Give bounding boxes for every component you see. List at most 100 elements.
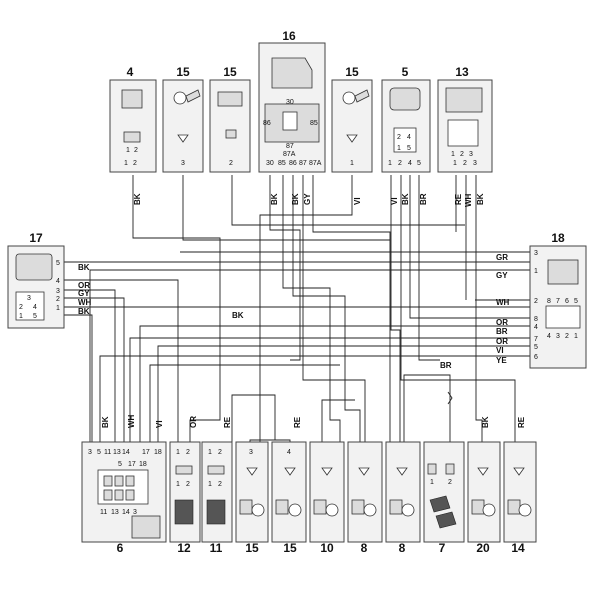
svg-text:8: 8 xyxy=(547,298,551,305)
svg-text:2: 2 xyxy=(565,333,569,340)
terminal-14: 14 RE xyxy=(503,416,537,555)
svg-text:1: 1 xyxy=(388,160,392,167)
svg-text:2: 2 xyxy=(19,304,23,311)
svg-text:15: 15 xyxy=(283,541,297,555)
svg-text:1: 1 xyxy=(124,160,128,167)
svg-text:4: 4 xyxy=(33,304,37,311)
svg-text:87: 87 xyxy=(299,160,307,167)
svg-text:1: 1 xyxy=(397,145,401,152)
ring-terminal-icon xyxy=(401,503,415,517)
ring-terminal-icon xyxy=(288,503,302,517)
svg-text:5: 5 xyxy=(97,449,101,456)
svg-text:OR: OR xyxy=(189,416,198,428)
svg-text:3: 3 xyxy=(469,151,473,158)
svg-text:6: 6 xyxy=(117,541,124,555)
svg-text:86: 86 xyxy=(263,120,271,127)
connector-11-icon xyxy=(206,499,226,525)
svg-text:85: 85 xyxy=(310,120,318,127)
svg-text:WH: WH xyxy=(127,414,136,428)
svg-text:6: 6 xyxy=(534,354,538,361)
svg-text:2: 2 xyxy=(218,449,222,456)
ring-terminal-icon xyxy=(363,503,377,517)
svg-text:4: 4 xyxy=(127,65,134,79)
svg-text:5: 5 xyxy=(33,313,37,320)
svg-text:4: 4 xyxy=(408,160,412,167)
svg-text:2: 2 xyxy=(398,160,402,167)
svg-text:GR: GR xyxy=(496,253,508,262)
connector-7: 7 1 2 BR xyxy=(423,361,465,555)
svg-text:2: 2 xyxy=(134,147,138,154)
svg-text:BK: BK xyxy=(401,193,410,205)
terminal-15-e: 15 4 RE xyxy=(271,416,307,555)
ring-terminal-icon xyxy=(482,503,496,517)
terminal-20: 20 BK xyxy=(467,416,501,555)
svg-text:BR: BR xyxy=(440,361,452,370)
svg-text:11: 11 xyxy=(104,449,111,456)
svg-text:GY: GY xyxy=(496,271,508,280)
svg-text:1: 1 xyxy=(176,481,180,488)
plug-icon xyxy=(217,91,243,107)
svg-text:1: 1 xyxy=(534,268,538,275)
svg-text:1: 1 xyxy=(126,147,130,154)
svg-text:1: 1 xyxy=(574,333,578,340)
svg-text:17: 17 xyxy=(29,231,43,245)
svg-text:8: 8 xyxy=(399,541,406,555)
svg-text:8: 8 xyxy=(361,541,368,555)
relay-16: 16 30 86 85 87 87A 30 85 86 87 87A BK BK… xyxy=(258,29,326,205)
svg-text:7: 7 xyxy=(439,541,446,555)
svg-text:85: 85 xyxy=(278,160,286,167)
svg-text:87: 87 xyxy=(286,143,294,150)
terminal-15-b: 15 2 xyxy=(209,65,251,173)
svg-text:3: 3 xyxy=(56,288,60,295)
svg-text:87A: 87A xyxy=(309,160,322,167)
svg-text:30: 30 xyxy=(266,160,274,167)
svg-text:BK: BK xyxy=(78,263,90,272)
svg-text:13: 13 xyxy=(455,65,469,79)
svg-text:WH: WH xyxy=(496,298,510,307)
terminal-15-c: 15 1 VI xyxy=(331,65,373,205)
svg-text:2: 2 xyxy=(218,481,222,488)
terminal-15-d: 15 3 xyxy=(235,441,269,555)
svg-text:BK: BK xyxy=(476,193,485,205)
svg-text:3: 3 xyxy=(556,333,560,340)
svg-text:OR: OR xyxy=(78,281,90,290)
svg-text:12: 12 xyxy=(177,541,191,555)
terminal-8-b: 8 xyxy=(385,441,421,555)
svg-text:RE: RE xyxy=(454,193,463,205)
terminal-8-a: 8 xyxy=(347,441,383,555)
svg-text:14: 14 xyxy=(511,541,525,555)
svg-text:4: 4 xyxy=(287,449,291,456)
svg-text:1: 1 xyxy=(56,305,60,312)
svg-text:GY: GY xyxy=(303,193,312,205)
ring-terminal-icon xyxy=(251,503,265,517)
svg-text:1: 1 xyxy=(19,313,23,320)
svg-text:YE: YE xyxy=(496,356,507,365)
ring-terminal-icon xyxy=(342,91,356,105)
svg-text:2: 2 xyxy=(56,296,60,303)
svg-text:13: 13 xyxy=(111,509,119,516)
svg-text:BK: BK xyxy=(133,193,142,205)
svg-text:BR: BR xyxy=(496,327,508,336)
svg-text:5: 5 xyxy=(56,260,60,267)
svg-text:2: 2 xyxy=(534,298,538,305)
svg-text:7: 7 xyxy=(556,298,560,305)
svg-text:1: 1 xyxy=(208,449,212,456)
svg-text:3: 3 xyxy=(534,250,538,257)
connector-17-icon xyxy=(15,253,53,281)
svg-text:BK: BK xyxy=(232,311,244,320)
svg-text:5: 5 xyxy=(574,298,578,305)
svg-text:8: 8 xyxy=(534,316,538,323)
svg-text:17: 17 xyxy=(128,461,136,468)
svg-text:20: 20 xyxy=(476,541,490,555)
svg-text:18: 18 xyxy=(139,461,147,468)
connector-17: 17 3 2 4 1 5 5 4 3 2 1 BK OR GY WH BK BK xyxy=(7,231,244,329)
svg-text:RE: RE xyxy=(293,416,302,428)
connector-11: 11 1 2 1 2 RE xyxy=(201,416,233,555)
relay-icon xyxy=(271,57,313,89)
svg-text:3: 3 xyxy=(473,160,477,167)
svg-text:5: 5 xyxy=(118,461,122,468)
svg-text:VI: VI xyxy=(496,346,504,355)
svg-text:RE: RE xyxy=(223,416,232,428)
